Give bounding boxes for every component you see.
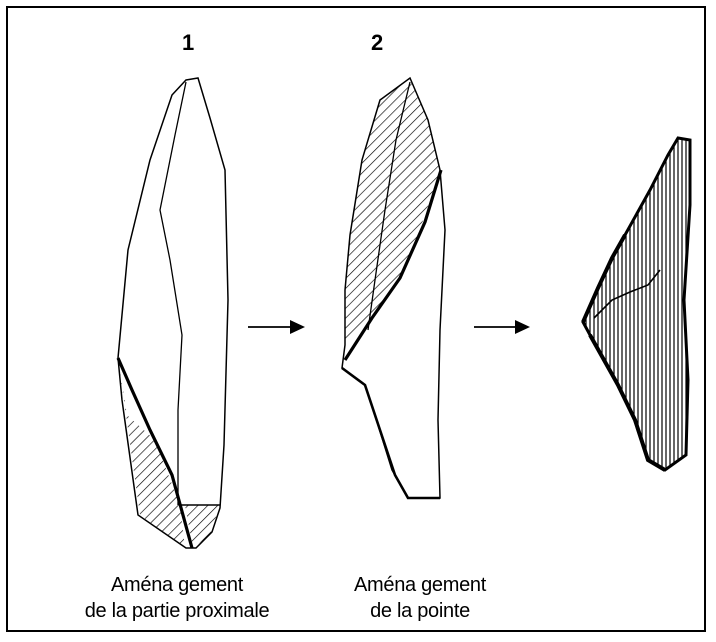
blade-1-ridge — [160, 82, 186, 505]
step-2-caption-line-1: Aména gement — [330, 572, 510, 598]
blade-2-point-retouch — [342, 78, 445, 498]
step-2-caption: Aména gement de la pointe — [330, 572, 510, 624]
step-1-caption: Aména gement de la partie proximale — [72, 572, 282, 624]
finished-tool — [583, 138, 690, 470]
blade-2-hatched-point-area — [345, 78, 440, 345]
arrow-1 — [248, 320, 305, 334]
arrow-2 — [474, 320, 530, 334]
step-2-caption-line-2: de la pointe — [330, 598, 510, 624]
blade-1-proximal-retouch — [118, 78, 228, 548]
step-1-caption-line-2: de la partie proximale — [72, 598, 282, 624]
blade-1-hatched-proximal-area — [118, 358, 185, 548]
step-1-caption-line-1: Aména gement — [72, 572, 282, 598]
blade-2-lower-edge — [342, 368, 440, 498]
